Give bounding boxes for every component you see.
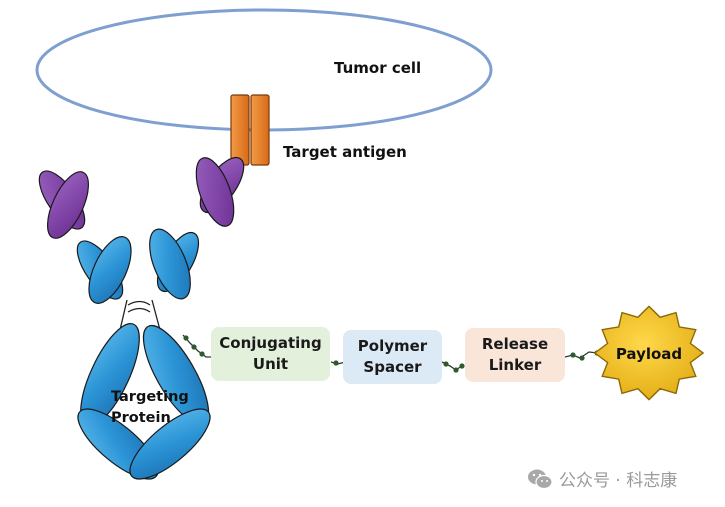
targeting-protein-label-line1: Targeting [111, 389, 189, 405]
tumor-cell-label: Tumor cell [334, 59, 421, 77]
constant-domain [149, 228, 191, 300]
watermark: 公众号 · 科志康 [527, 466, 677, 491]
conjugating-unit-line2: Unit [252, 355, 289, 373]
wechat-icon [528, 469, 553, 489]
targeting-protein-label-line2: Protein [111, 410, 171, 426]
variable-domain [195, 157, 235, 227]
conjugating-unit-line1: Conjugating [219, 334, 322, 352]
target-antigen-label: Target antigen [283, 143, 407, 161]
constant-domain [88, 236, 132, 304]
watermark-text: 公众号 · 科志康 [559, 471, 678, 491]
payload-label: Payload [616, 345, 682, 363]
payload-shape [593, 305, 705, 401]
linker-beads [183, 335, 600, 373]
release-linker-line2: Linker [488, 356, 542, 374]
variable-domain [46, 171, 90, 239]
targeting-protein [38, 156, 245, 480]
target-antigen [230, 94, 270, 166]
polymer-spacer-line2: Spacer [363, 358, 422, 376]
fc-domain [129, 408, 211, 480]
release-linker-line1: Release [481, 335, 549, 353]
polymer-spacer-line1: Polymer [357, 337, 428, 355]
